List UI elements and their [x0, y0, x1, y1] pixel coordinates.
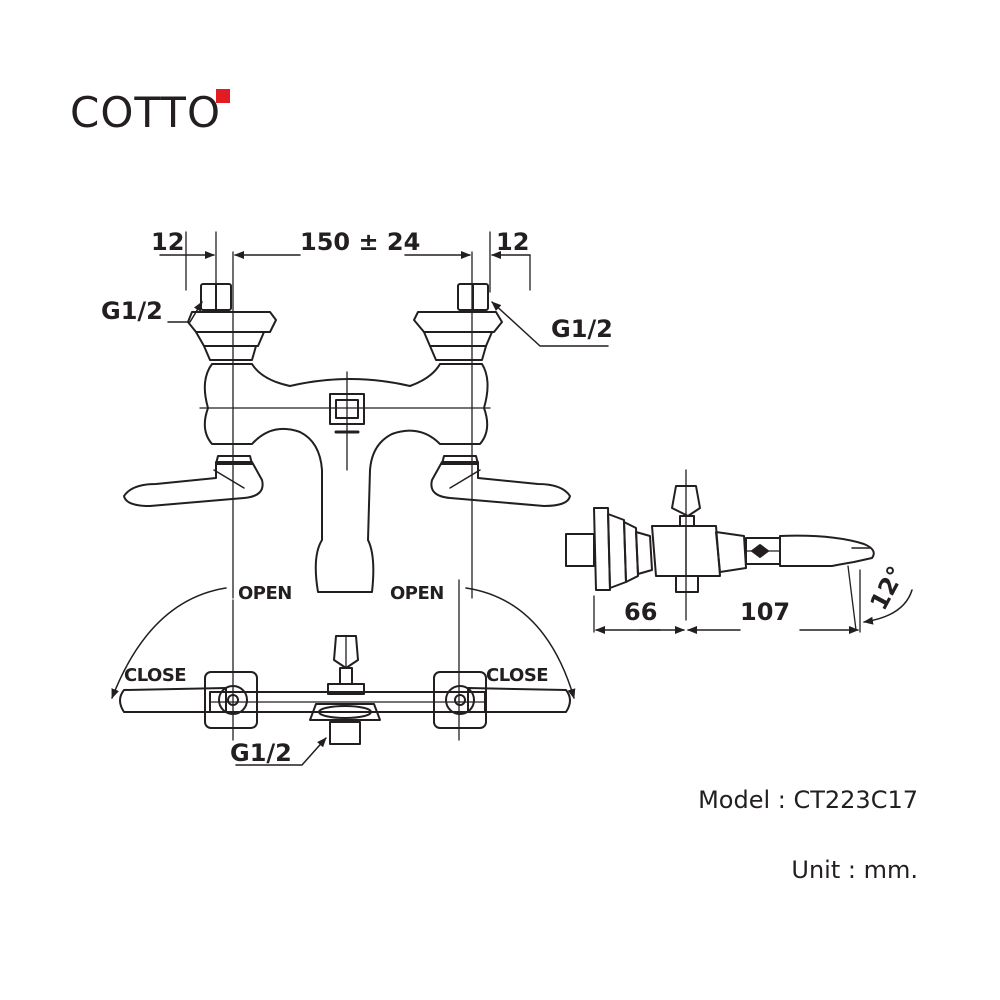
front-view: [123, 231, 609, 599]
dim-body-depth: 66: [624, 598, 657, 626]
brand-name: COTTO: [70, 88, 222, 137]
side-view: [565, 469, 913, 634]
dim-right-offset: 12: [496, 228, 529, 256]
dim-center-distance: 150 ± 24: [300, 228, 420, 256]
label-inlet-right: G1/2: [551, 315, 613, 343]
unit-label: Unit : mm.: [791, 856, 918, 884]
label-close-left: CLOSE: [124, 665, 186, 686]
dim-left-offset: 12: [151, 228, 184, 256]
label-inlet-bottom: G1/2: [230, 739, 292, 767]
brand-square-mark: [216, 89, 230, 103]
brand-logo: COTTO: [70, 89, 230, 134]
label-open-left: OPEN: [238, 583, 292, 604]
label-open-right: OPEN: [390, 583, 444, 604]
label-inlet-left: G1/2: [101, 297, 163, 325]
dim-spout-length: 107: [740, 598, 790, 626]
top-view: [111, 579, 576, 766]
dim-spout-angle: 12°: [865, 562, 911, 615]
model-label: Model : CT223C17: [698, 786, 918, 814]
label-close-right: CLOSE: [486, 665, 548, 686]
